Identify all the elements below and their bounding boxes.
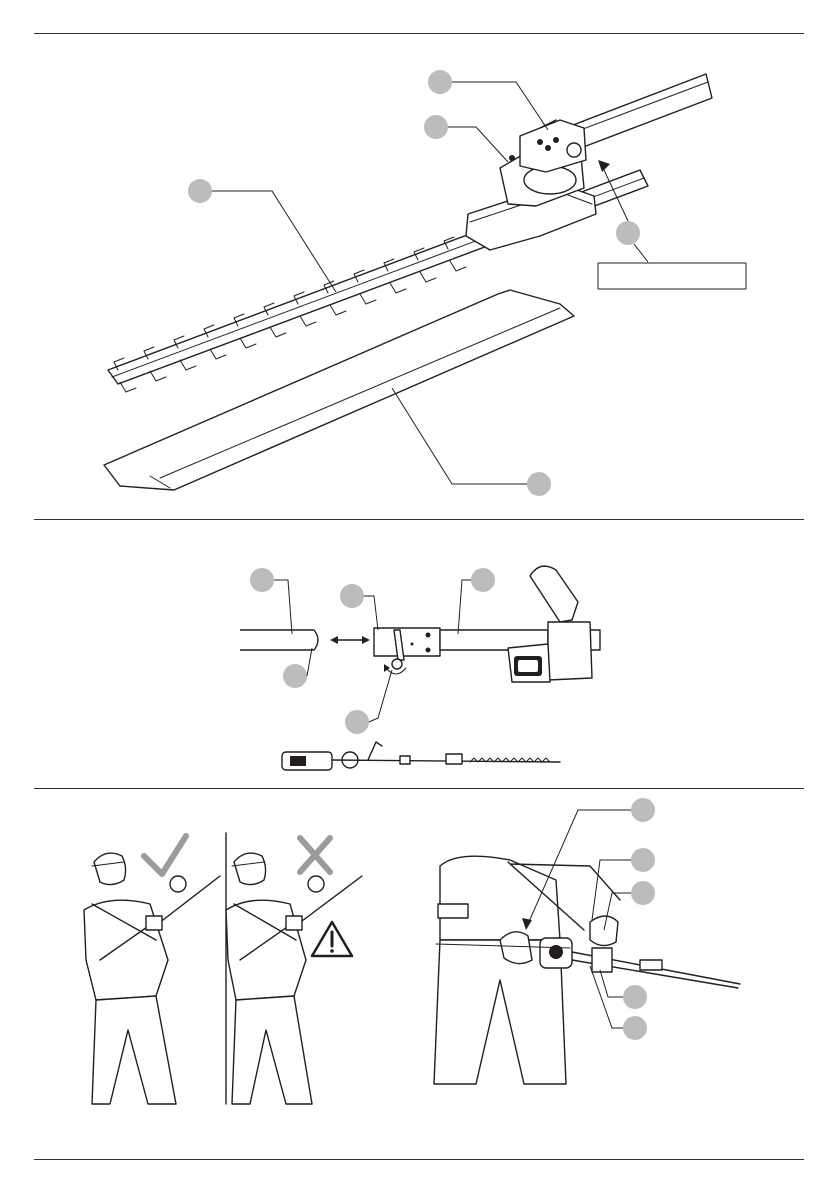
worker-closeup [434,856,740,1084]
callout-12 [631,848,655,872]
check-mark-icon [144,836,186,874]
warning-triangle-icon [312,922,352,956]
callout-11 [631,798,655,822]
x-mark-icon [300,838,330,872]
callout-14 [623,985,647,1009]
worker-correct [84,853,220,1104]
callout-13 [631,881,655,905]
callout-15 [623,1016,647,1040]
worker-wrong [226,853,362,1104]
